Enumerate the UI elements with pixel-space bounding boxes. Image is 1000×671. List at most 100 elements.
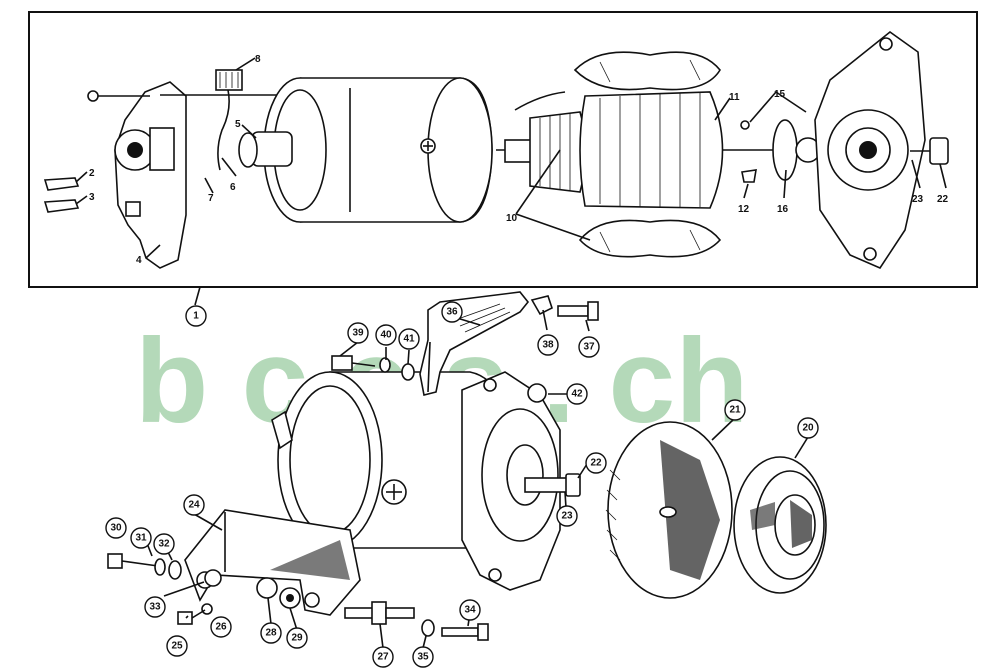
label-text: 32	[158, 539, 170, 550]
label-circle	[412, 646, 434, 668]
part-label-26: 26	[210, 616, 232, 638]
label-text: 12	[738, 204, 750, 215]
bolt-39	[331, 355, 547, 403]
label-text: 36	[446, 307, 458, 318]
part-label-4: 4	[136, 255, 142, 266]
label-text: 4	[136, 255, 142, 266]
label-circle	[441, 301, 463, 323]
label-circle	[375, 324, 397, 346]
part-label-24: 24	[183, 494, 205, 516]
part-label-16: 16	[777, 204, 789, 215]
label-text: 15	[774, 89, 786, 100]
part-label-22b: 22	[585, 452, 607, 474]
label-text: 34	[464, 605, 476, 616]
part-label-35: 35	[412, 646, 434, 668]
brush-holder-8	[215, 69, 243, 171]
part-label-28: 28	[260, 622, 282, 644]
label-text: 8	[255, 54, 261, 65]
part-label-2: 2	[89, 168, 95, 179]
label-circle	[166, 635, 188, 657]
label-text: 7	[208, 193, 214, 204]
terminal-clips	[43, 177, 80, 213]
label-text: 22	[590, 458, 602, 469]
label-circle	[585, 452, 607, 474]
bolt-30	[107, 553, 222, 625]
label-text: 23	[561, 511, 573, 522]
label-circle	[153, 533, 175, 555]
label-text: 42	[571, 389, 583, 400]
label-text: 27	[377, 652, 389, 663]
part-label-8: 8	[255, 54, 261, 65]
label-text: 37	[583, 342, 595, 353]
leader-lines-bottom	[140, 309, 809, 649]
label-circle	[105, 517, 127, 539]
part-label-22: 22	[937, 194, 949, 205]
part-label-21: 21	[724, 399, 746, 421]
pole-shoe-coils	[573, 51, 722, 258]
part-label-3: 3	[89, 192, 95, 203]
part-label-23b: 23	[556, 505, 578, 527]
part-label-34: 34	[459, 599, 481, 621]
label-text: 31	[135, 533, 147, 544]
field-coil-yoke	[238, 77, 493, 223]
label-circle	[797, 417, 819, 439]
part-label-25: 25	[166, 635, 188, 657]
part-label-12: 12	[738, 204, 750, 215]
label-circle	[537, 334, 559, 356]
label-text: 2	[89, 168, 95, 179]
label-circle	[578, 336, 600, 358]
part-label-31: 31	[130, 527, 152, 549]
fan	[605, 421, 733, 599]
part-label-23: 23	[912, 194, 924, 205]
part-label-32: 32	[153, 533, 175, 555]
part-label-29: 29	[286, 627, 308, 649]
commutator-end-bracket	[87, 81, 300, 269]
inset-frame	[28, 11, 978, 288]
label-text: 38	[542, 340, 554, 351]
label-circle	[398, 328, 420, 350]
part-label-42: 42	[566, 383, 588, 405]
part-label-1: 1	[185, 305, 207, 327]
label-circle	[210, 616, 232, 638]
bolt-37	[530, 295, 599, 321]
label-text: 1	[193, 311, 199, 322]
label-circle	[556, 505, 578, 527]
part-label-7: 7	[208, 193, 214, 204]
part-label-40: 40	[375, 324, 397, 346]
label-text: 11	[729, 92, 740, 103]
label-text: 39	[352, 328, 364, 339]
label-circle	[130, 527, 152, 549]
drive-end-bracket	[740, 30, 949, 270]
part-label-39: 39	[347, 322, 369, 344]
part-label-41: 41	[398, 328, 420, 350]
label-text: 40	[380, 330, 392, 341]
label-circle	[183, 494, 205, 516]
stud-27	[344, 601, 415, 625]
nut-28-29	[256, 577, 301, 609]
part-label-36: 36	[441, 301, 463, 323]
dynamo-body	[271, 371, 581, 591]
label-circle	[260, 622, 282, 644]
label-circle	[459, 599, 481, 621]
label-text: 25	[171, 641, 183, 652]
label-text: 20	[802, 423, 814, 434]
part-number-labels: 1234567810111215162021222322232425262728…	[89, 54, 949, 668]
label-circle	[144, 596, 166, 618]
label-text: 29	[291, 633, 303, 644]
part-label-30: 30	[105, 517, 127, 539]
label-text: 16	[777, 204, 789, 215]
part-label-6: 6	[230, 182, 236, 193]
label-circle	[372, 646, 394, 668]
part-label-5: 5	[235, 119, 241, 130]
label-text: 23	[912, 194, 924, 205]
label-circle	[566, 383, 588, 405]
part-label-11: 11	[729, 92, 740, 103]
label-text: 35	[417, 652, 429, 663]
label-text: 6	[230, 182, 236, 193]
label-text: 21	[729, 405, 741, 416]
armature	[496, 91, 800, 209]
part-label-20: 20	[797, 417, 819, 439]
label-circle	[724, 399, 746, 421]
